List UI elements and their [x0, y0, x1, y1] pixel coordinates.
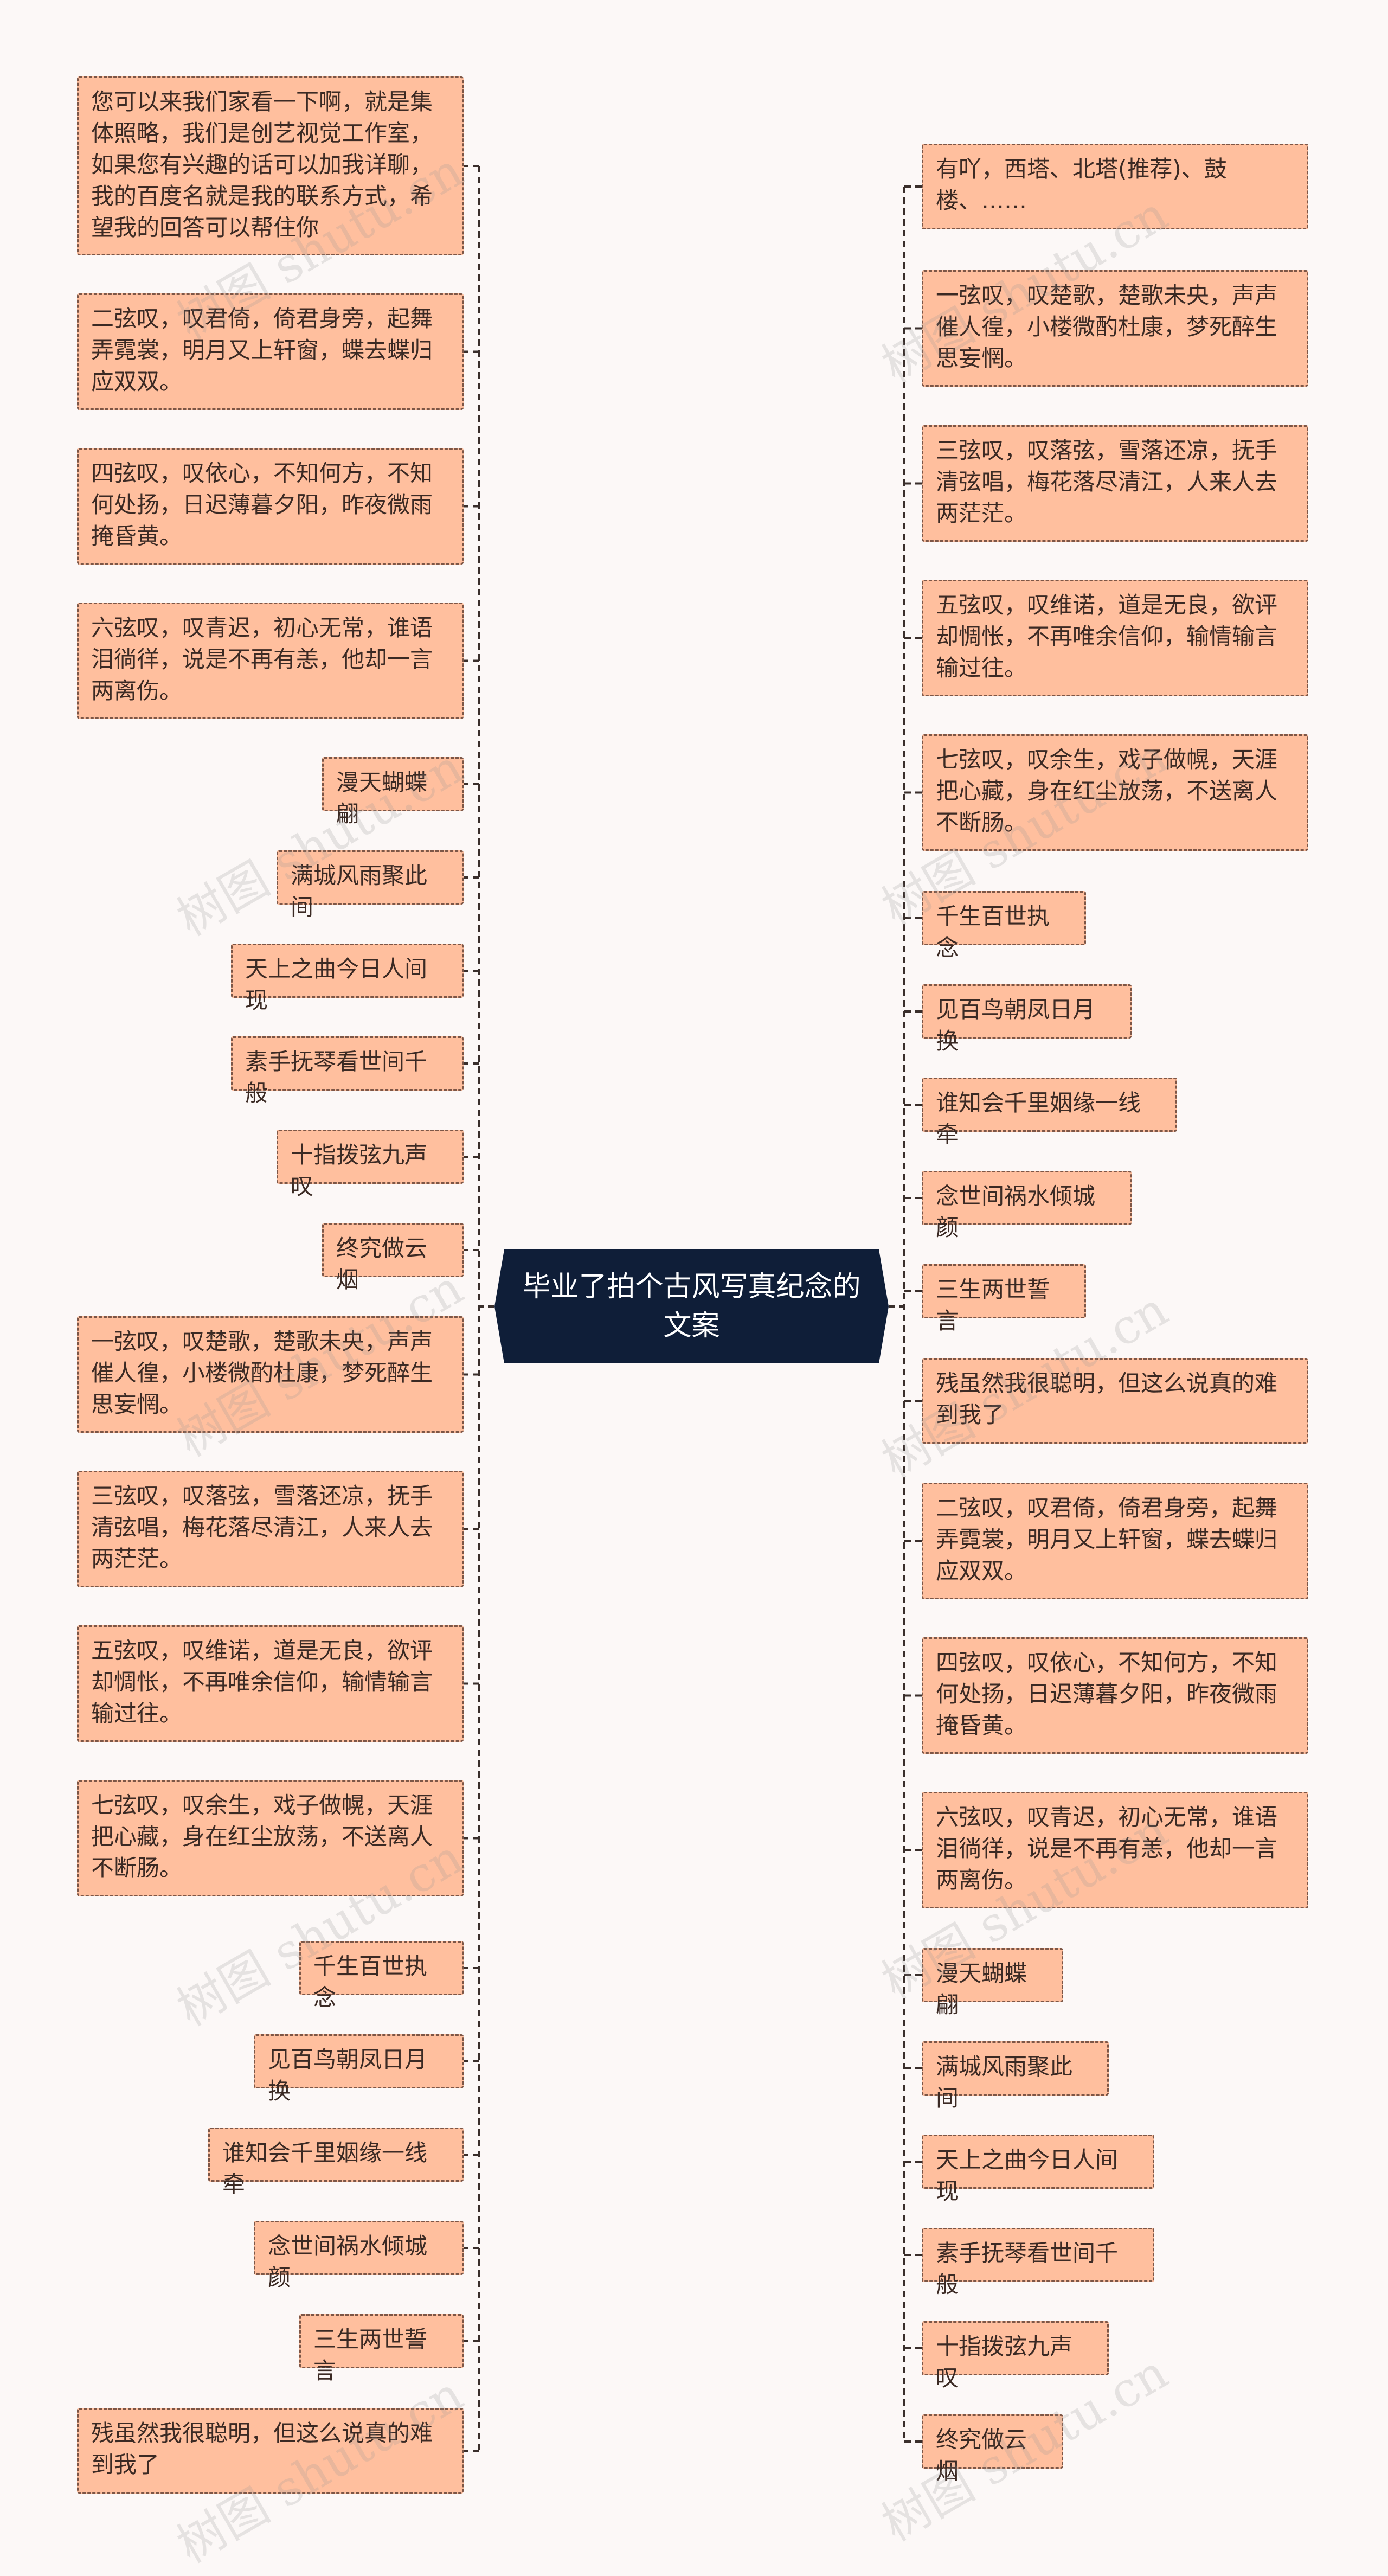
right-node[interactable]: 素手抚琴看世间千般 — [922, 2228, 1154, 2298]
right-node[interactable]: 残虽然我很聪明，但这么说真的难到我了 — [922, 1358, 1308, 1444]
left-node[interactable]: 千生百世执念 — [299, 1941, 464, 2011]
left-node[interactable]: 七弦叹，叹余生，戏子做幌，天涯把心藏，身在红尘放荡，不送离人不断肠。 — [77, 1780, 464, 1896]
left-node[interactable]: 一弦叹，叹楚歌，楚歌未央，声声催人徨，小楼微酌杜康，梦死醉生思妄惘。 — [77, 1316, 464, 1433]
right-node[interactable]: 二弦叹，叹君倚，倚君身旁，起舞弄霓裳，明月又上轩窗，蝶去蝶归应双双。 — [922, 1483, 1308, 1599]
right-node[interactable]: 三生两世誓言 — [922, 1264, 1086, 1334]
left-node[interactable]: 见百鸟朝凤日月换 — [254, 2034, 464, 2104]
right-node[interactable]: 七弦叹，叹余生，戏子做幌，天涯把心藏，身在红尘放荡，不送离人不断肠。 — [922, 734, 1308, 851]
left-node[interactable]: 念世间祸水倾城颜 — [254, 2221, 464, 2291]
left-node[interactable]: 四弦叹，叹依心，不知何方，不知何处扬，日迟薄暮夕阳，昨夜微雨掩昏黄。 — [77, 448, 464, 565]
left-node[interactable]: 六弦叹，叹青迟，初心无常，谁语泪徜徉，说是不再有恙，他却一言两离伤。 — [77, 603, 464, 719]
left-node[interactable]: 您可以来我们家看一下啊，就是集体照略，我们是创艺视觉工作室，如果您有兴趣的话可以… — [77, 76, 464, 255]
right-node[interactable]: 一弦叹，叹楚歌，楚歌未央，声声催人徨，小楼微酌杜康，梦死醉生思妄惘。 — [922, 270, 1308, 387]
left-node[interactable]: 天上之曲今日人间现 — [231, 944, 464, 1014]
right-node[interactable]: 有吖，西塔、北塔(推荐)、鼓楼、…… — [922, 144, 1308, 229]
right-node[interactable]: 见百鸟朝凤日月换 — [922, 984, 1132, 1054]
right-node[interactable]: 三弦叹，叹落弦，雪落还凉，抚手清弦唱，梅花落尽清江，人来人去两茫茫。 — [922, 425, 1308, 542]
left-node[interactable]: 满城风雨聚此间 — [277, 850, 464, 920]
left-node[interactable]: 漫天蝴蝶翩 — [322, 757, 464, 827]
left-node[interactable]: 三弦叹，叹落弦，雪落还凉，抚手清弦唱，梅花落尽清江，人来人去两茫茫。 — [77, 1471, 464, 1587]
right-node[interactable]: 满城风雨聚此间 — [922, 2041, 1109, 2111]
left-node[interactable]: 素手抚琴看世间千般 — [231, 1036, 464, 1106]
center-topic[interactable]: 毕业了拍个古风写真纪念的文案 — [494, 1249, 889, 1363]
left-node[interactable]: 二弦叹，叹君倚，倚君身旁，起舞弄霓裳，明月又上轩窗，蝶去蝶归应双双。 — [77, 293, 464, 410]
left-node[interactable]: 谁知会千里姻缘一线牵 — [208, 2128, 464, 2197]
right-node[interactable]: 四弦叹，叹依心，不知何方，不知何处扬，日迟薄暮夕阳，昨夜微雨掩昏黄。 — [922, 1637, 1308, 1754]
right-node[interactable]: 六弦叹，叹青迟，初心无常，谁语泪徜徉，说是不再有恙，他却一言两离伤。 — [922, 1792, 1308, 1908]
right-node[interactable]: 念世间祸水倾城颜 — [922, 1171, 1132, 1241]
right-node[interactable]: 终究做云烟 — [922, 2414, 1063, 2484]
center-topic-label: 毕业了拍个古风写真纪念的文案 — [522, 1271, 861, 1342]
right-node[interactable]: 天上之曲今日人间现 — [922, 2135, 1154, 2205]
right-node[interactable]: 五弦叹，叹维诺，道是无良，欲评却惆怅，不再唯余信仰，输情输言输过往。 — [922, 580, 1308, 696]
left-node[interactable]: 十指拨弦九声叹 — [277, 1130, 464, 1200]
right-node[interactable]: 谁知会千里姻缘一线牵 — [922, 1078, 1177, 1148]
right-node[interactable]: 漫天蝴蝶翩 — [922, 1948, 1063, 2018]
right-node[interactable]: 十指拨弦九声叹 — [922, 2321, 1109, 2391]
left-node[interactable]: 残虽然我很聪明，但这么说真的难到我了 — [77, 2408, 464, 2494]
left-node[interactable]: 五弦叹，叹维诺，道是无良，欲评却惆怅，不再唯余信仰，输情输言输过往。 — [77, 1625, 464, 1742]
left-node[interactable]: 三生两世誓言 — [299, 2314, 464, 2384]
right-node[interactable]: 千生百世执念 — [922, 891, 1086, 961]
left-node[interactable]: 终究做云烟 — [322, 1223, 464, 1293]
